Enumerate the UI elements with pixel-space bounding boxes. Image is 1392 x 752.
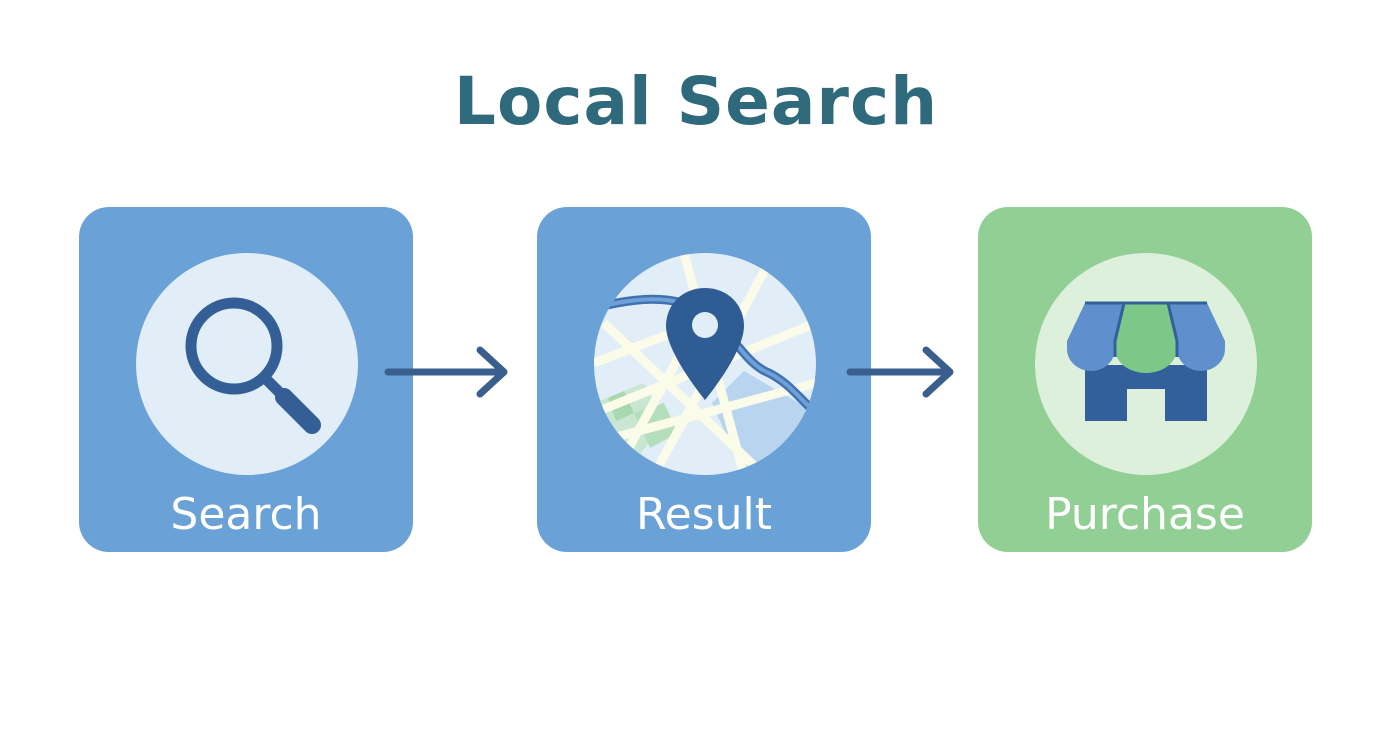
step-label-result: Result: [636, 489, 772, 540]
step-card-result[interactable]: Result: [537, 207, 871, 552]
map-icon-circle: [594, 253, 816, 475]
store-icon-circle: [1035, 253, 1257, 475]
magnifying-glass-icon: [185, 297, 321, 434]
arrow-right-icon: [846, 346, 954, 398]
search-icon-circle: [136, 253, 358, 475]
step-label-search: Search: [170, 489, 322, 540]
arrow-right-icon: [384, 346, 508, 398]
map-pin-icon: [666, 288, 744, 400]
page-title: Local Search: [453, 63, 939, 140]
map-icon: [594, 253, 816, 475]
step-label-purchase: Purchase: [1045, 489, 1245, 540]
storefront-icon: [1067, 301, 1225, 421]
step-card-purchase[interactable]: Purchase: [978, 207, 1312, 552]
step-card-search[interactable]: Search: [79, 207, 413, 552]
